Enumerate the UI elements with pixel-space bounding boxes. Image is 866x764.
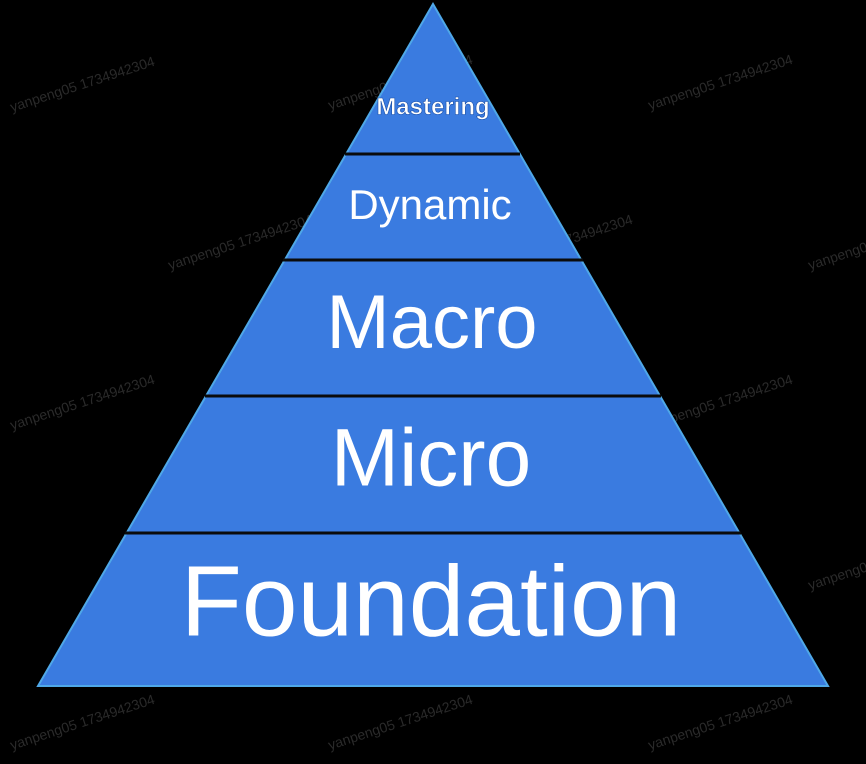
pyramid-triangle [36, 2, 830, 687]
watermark-text: yanpeng05 1734942304 [806, 531, 866, 593]
watermark-text: yanpeng05 1734942304 [326, 691, 475, 753]
watermark-text: yanpeng05 1734942304 [8, 53, 157, 115]
tier-label-micro: Micro [331, 413, 531, 504]
watermark-text: yanpeng05 1734942304 [8, 371, 157, 433]
tier-label-macro: Macro [326, 280, 537, 365]
watermark-text: yanpeng05 1734942304 [646, 691, 795, 753]
tier-label-dynamic: Dynamic [348, 181, 511, 228]
watermark-text: yanpeng05 1734942304 [8, 691, 157, 753]
watermark-text: yanpeng05 1734942304 [646, 51, 795, 113]
tier-label-foundation: Foundation [181, 545, 681, 657]
tier-label-mastering: Mastering [376, 93, 489, 120]
watermark-text: yanpeng05 1734942304 [806, 211, 866, 273]
